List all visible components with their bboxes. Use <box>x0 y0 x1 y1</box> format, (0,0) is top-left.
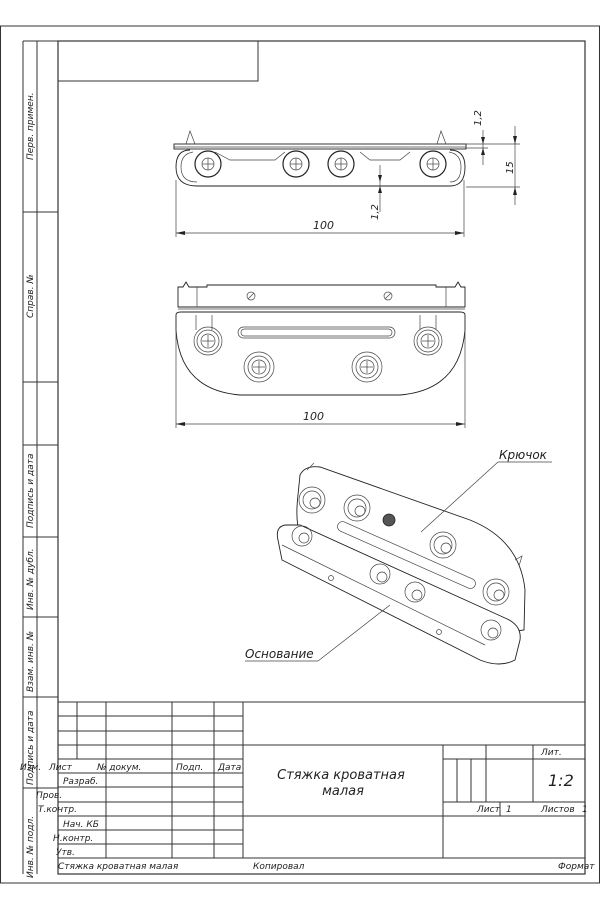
scale-value: 1:2 <box>548 771 574 790</box>
tooth-left <box>185 129 196 145</box>
role-utv: Утв. <box>56 848 75 858</box>
role-nach-kb: Нач. КБ <box>63 820 99 830</box>
sheets-number: 1 <box>582 805 588 815</box>
top-stamp-box <box>57 40 259 82</box>
header-list: Лист <box>48 763 73 773</box>
tooth-right <box>436 129 447 145</box>
side-label-podpis-data-2: Подпись и дата <box>26 710 36 785</box>
slot <box>237 326 396 339</box>
role-t-kontr: Т.контр. <box>38 805 77 815</box>
hook-strip <box>177 281 466 308</box>
role-n-kontr: Н.контр. <box>53 834 93 844</box>
footer-format: Формат <box>558 862 595 872</box>
iso-view <box>245 461 552 665</box>
top-view <box>173 126 520 237</box>
side-label-inv-podl: Инв. № подл. <box>26 816 36 878</box>
title-line-2: малая <box>322 784 364 799</box>
inner-frame <box>57 40 586 875</box>
leader-hook <box>420 461 499 533</box>
iso-slot <box>337 521 476 589</box>
dim-label-length-front: 100 <box>303 410 324 423</box>
side-label-perv-primen: Перв. примен. <box>26 92 36 160</box>
lit-label: Лит. <box>540 748 562 758</box>
top-view-holes <box>194 150 447 178</box>
left-margin-strip <box>22 40 58 874</box>
role-razrab: Разраб. <box>63 777 98 787</box>
role-prov: Пров. <box>36 791 62 801</box>
side-label-inv-dubl: Инв. № дубл. <box>26 548 36 610</box>
side-label-podpis-data-1: Подпись и дата <box>26 453 36 528</box>
front-view-holes <box>193 315 443 383</box>
front-base-outline <box>175 311 466 396</box>
sheet-number: 1 <box>506 805 512 815</box>
side-label-sprav: Справ. № <box>26 274 36 318</box>
front-view <box>175 281 466 428</box>
screw-right <box>383 291 393 301</box>
dim-label-bottom-gap: 1,2 <box>370 204 381 220</box>
header-izm: Изм. <box>20 763 41 773</box>
iso-base <box>276 524 521 665</box>
header-data: Дата <box>217 763 241 773</box>
title-block-grid <box>58 701 585 859</box>
dim-label-top-gap: 1,2 <box>473 110 484 126</box>
top-body-outline <box>175 149 466 187</box>
header-podp: Подп. <box>176 763 203 773</box>
footer-doc-name: Стяжка кроватная малая <box>58 862 179 872</box>
dim-label-length-top: 100 <box>313 219 334 232</box>
callout-base: Основание <box>245 647 314 661</box>
dim-label-height: 15 <box>505 161 516 174</box>
iso-hook-plate <box>296 466 526 633</box>
callout-hook: Крючок <box>499 448 548 462</box>
title-line-1: Стяжка кроватная <box>277 768 405 783</box>
sheets-label: Листов <box>540 805 575 815</box>
sheet-label: Лист <box>476 805 501 815</box>
leader-base <box>317 604 391 662</box>
header-doc-num: № докум. <box>96 763 141 773</box>
footer-copied: Копировал <box>253 862 305 872</box>
screw-left <box>246 291 256 301</box>
side-label-vzam-inv: Взам. инв. № <box>26 631 36 692</box>
